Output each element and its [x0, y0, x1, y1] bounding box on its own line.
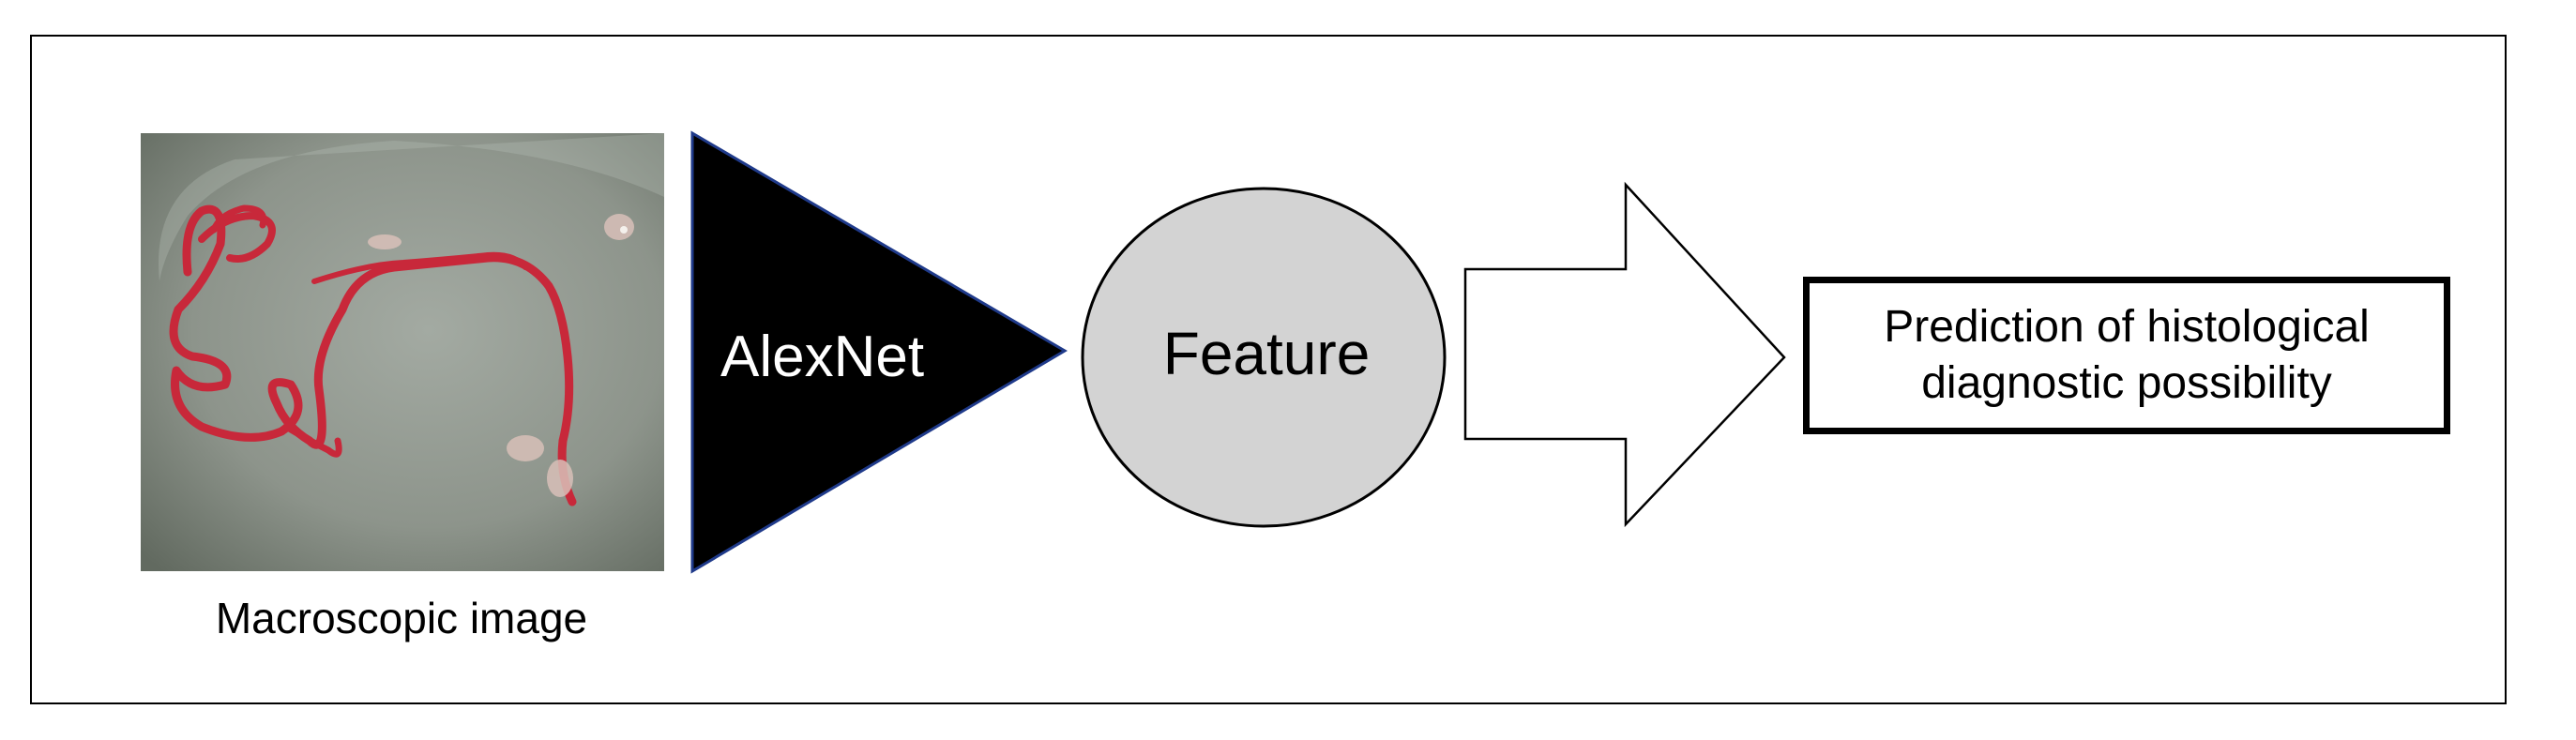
prediction-line-2: diagnostic possibility — [1921, 358, 2332, 408]
right-arrow-icon — [1463, 181, 1786, 528]
prediction-box: Prediction of histological diagnostic po… — [1803, 277, 2450, 434]
alexnet-label: AlexNet — [720, 325, 925, 389]
macroscopic-image — [141, 133, 664, 571]
specimen-glint — [620, 226, 628, 234]
specimen-strand — [169, 204, 577, 506]
feature-label: Feature — [1162, 320, 1371, 387]
image-caption: Macroscopic image — [215, 594, 588, 642]
alexnet-triangle — [690, 130, 1068, 574]
prediction-line-1: Prediction of histological — [1884, 302, 2370, 352]
feature-circle — [1081, 187, 1447, 528]
tissue-fragment — [368, 214, 634, 497]
